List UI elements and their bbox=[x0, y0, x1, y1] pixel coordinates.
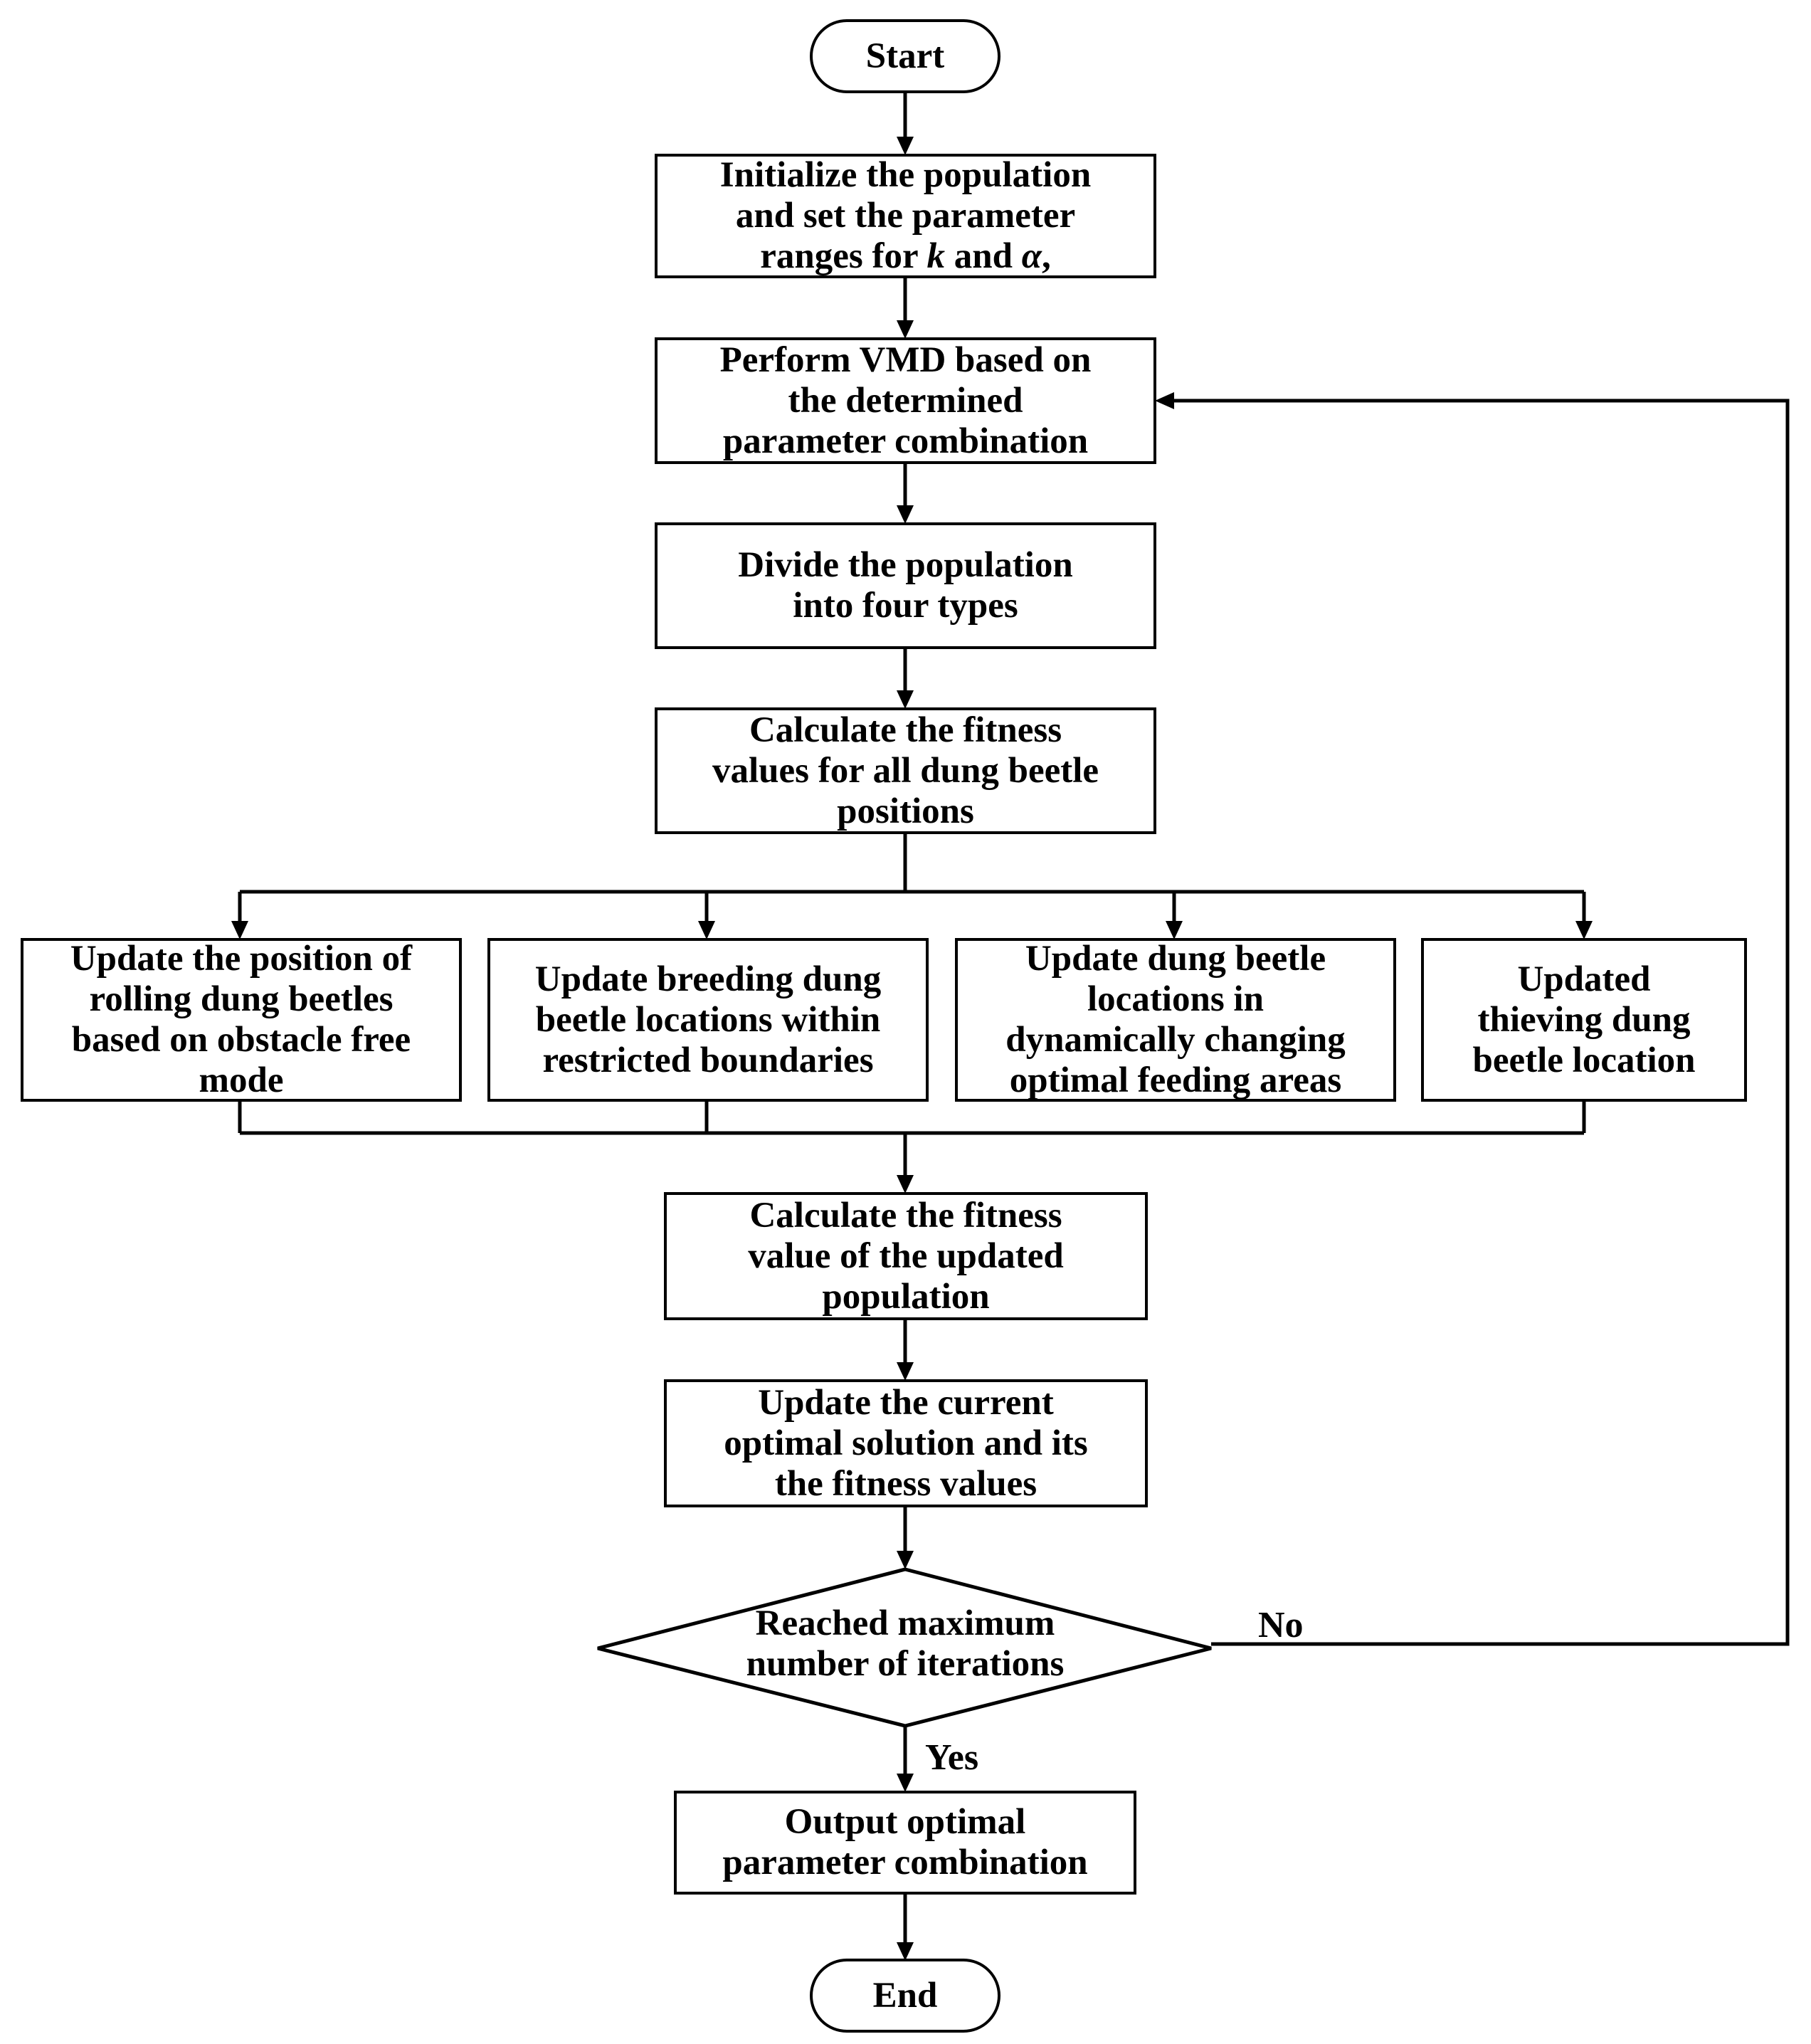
rolling-box: Update the position of rolling dung beet… bbox=[21, 938, 462, 1102]
fitness-all-line-1: Calculate the fitness bbox=[749, 710, 1062, 750]
thieving-line-1: Updated bbox=[1517, 959, 1651, 999]
thieving-text: Updated thieving dung beetle location bbox=[1473, 959, 1696, 1081]
fitness-all-text: Calculate the fitness values for all dun… bbox=[712, 710, 1099, 832]
start-text: Start bbox=[866, 36, 944, 77]
fitness-updated-line-2: value of the updated bbox=[748, 1236, 1064, 1276]
rolling-line-4: mode bbox=[199, 1060, 284, 1100]
fitness-all-line-3: positions bbox=[837, 791, 974, 831]
divide-line-2: into four types bbox=[793, 586, 1018, 626]
feeding-line-1: Update dung beetle bbox=[1025, 939, 1326, 979]
vmd-box: Perform VMD based on the determined para… bbox=[655, 337, 1156, 464]
arrowhead-divide bbox=[897, 505, 914, 524]
breeding-box: Update breeding dung beetle locations wi… bbox=[487, 938, 929, 1102]
rolling-line-3: based on obstacle free bbox=[71, 1020, 411, 1060]
init-line-3-suffix: , bbox=[1041, 236, 1051, 276]
init-var-alpha: α bbox=[1021, 236, 1042, 276]
arrowhead-optimal bbox=[897, 1362, 914, 1381]
start-terminator: Start bbox=[810, 19, 1000, 93]
feeding-box: Update dung beetle locations in dynamica… bbox=[955, 938, 1396, 1102]
breeding-text: Update breeding dung beetle locations wi… bbox=[535, 959, 882, 1081]
arrowhead-thieving bbox=[1575, 921, 1593, 939]
update-optimal-box: Update the current optimal solution and … bbox=[664, 1379, 1148, 1507]
divide-text: Divide the population into four types bbox=[738, 545, 1072, 626]
init-line-3-prefix: ranges for bbox=[760, 236, 927, 276]
vmd-line-2: the determined bbox=[788, 380, 1023, 421]
fitness-updated-line-3: population bbox=[822, 1276, 990, 1317]
thieving-box: Updated thieving dung beetle location bbox=[1421, 938, 1747, 1102]
arrowhead-fitness bbox=[897, 690, 914, 709]
init-line-3-mid: and bbox=[944, 236, 1022, 276]
rolling-line-1: Update the position of bbox=[70, 939, 413, 979]
loop-no-path bbox=[1167, 399, 1790, 1646]
decision-line-2: number of iterations bbox=[746, 1644, 1065, 1684]
no-label: No bbox=[1258, 1605, 1304, 1645]
output-text: Output optimal parameter combination bbox=[722, 1802, 1087, 1883]
arrowhead-vmd bbox=[897, 320, 914, 339]
start-label: Start bbox=[865, 36, 945, 76]
update-optimal-line-3: the fitness values bbox=[774, 1463, 1038, 1504]
rolling-line-2: rolling dung beetles bbox=[89, 979, 394, 1019]
init-box: Initialize the population and set the pa… bbox=[655, 154, 1156, 278]
rolling-text: Update the position of rolling dung beet… bbox=[70, 939, 412, 1101]
fitness-updated-line-1: Calculate the fitness bbox=[749, 1195, 1062, 1236]
init-line-1: Initialize the population bbox=[719, 155, 1092, 195]
arrowhead-end bbox=[897, 1942, 914, 1961]
fitness-all-line-2: values for all dung beetle bbox=[712, 750, 1099, 791]
divide-box: Divide the population into four types bbox=[655, 522, 1156, 649]
breeding-line-2: beetle locations within bbox=[535, 999, 881, 1040]
feeding-line-3: dynamically changing bbox=[1005, 1020, 1346, 1060]
arrowhead-decision bbox=[897, 1551, 914, 1569]
end-label: End bbox=[872, 1975, 938, 2016]
output-line-1: Output optimal bbox=[784, 1802, 1026, 1842]
init-var-k: k bbox=[926, 236, 945, 276]
update-optimal-line-1: Update the current bbox=[758, 1382, 1054, 1423]
arrowhead-output bbox=[897, 1774, 914, 1792]
feeding-line-4: optimal feeding areas bbox=[1009, 1060, 1342, 1100]
arrowhead-loop-vmd bbox=[1155, 392, 1174, 409]
feeding-text: Update dung beetle locations in dynamica… bbox=[1005, 939, 1346, 1101]
update-optimal-line-2: optimal solution and its bbox=[724, 1423, 1088, 1463]
thieving-line-2: thieving dung bbox=[1477, 999, 1691, 1040]
breeding-line-3: restricted boundaries bbox=[542, 1040, 874, 1080]
vmd-line-3: parameter combination bbox=[722, 421, 1089, 461]
output-line-2: parameter combination bbox=[722, 1843, 1088, 1882]
end-text: End bbox=[873, 1976, 938, 2016]
yes-label: Yes bbox=[925, 1737, 979, 1778]
output-box: Output optimal parameter combination bbox=[674, 1791, 1136, 1895]
init-text: Initialize the population and set the pa… bbox=[720, 155, 1091, 277]
fitness-all-box: Calculate the fitness values for all dun… bbox=[655, 707, 1156, 834]
vmd-line-1: Perform VMD based on bbox=[719, 339, 1092, 380]
update-optimal-text: Update the current optimal solution and … bbox=[724, 1383, 1088, 1505]
decision-text: Reached maximum number of iterations bbox=[746, 1603, 1065, 1685]
decision-text-wrap: Reached maximum number of iterations bbox=[669, 1594, 1141, 1694]
arrowhead-fitness-updated bbox=[897, 1175, 914, 1194]
decision-line-1: Reached maximum bbox=[755, 1603, 1055, 1643]
vmd-text: Perform VMD based on the determined para… bbox=[720, 340, 1092, 462]
init-line-2: and set the parameter bbox=[735, 196, 1076, 236]
fitness-updated-text: Calculate the fitness value of the updat… bbox=[748, 1196, 1063, 1317]
end-terminator: End bbox=[810, 1959, 1000, 2033]
arrowhead-rolling bbox=[231, 921, 248, 939]
arrowhead-init bbox=[897, 137, 914, 155]
thieving-line-3: beetle location bbox=[1472, 1040, 1696, 1080]
breeding-line-1: Update breeding dung bbox=[534, 959, 882, 999]
feeding-line-2: locations in bbox=[1087, 979, 1264, 1019]
init-line-3: ranges for k and α, bbox=[720, 236, 1091, 277]
divide-line-1: Divide the population bbox=[738, 545, 1073, 585]
fitness-updated-box: Calculate the fitness value of the updat… bbox=[664, 1192, 1148, 1320]
decision-diamond bbox=[597, 1567, 1212, 1728]
arrowhead-feeding bbox=[1166, 921, 1183, 939]
arrowhead-breeding bbox=[698, 921, 715, 939]
